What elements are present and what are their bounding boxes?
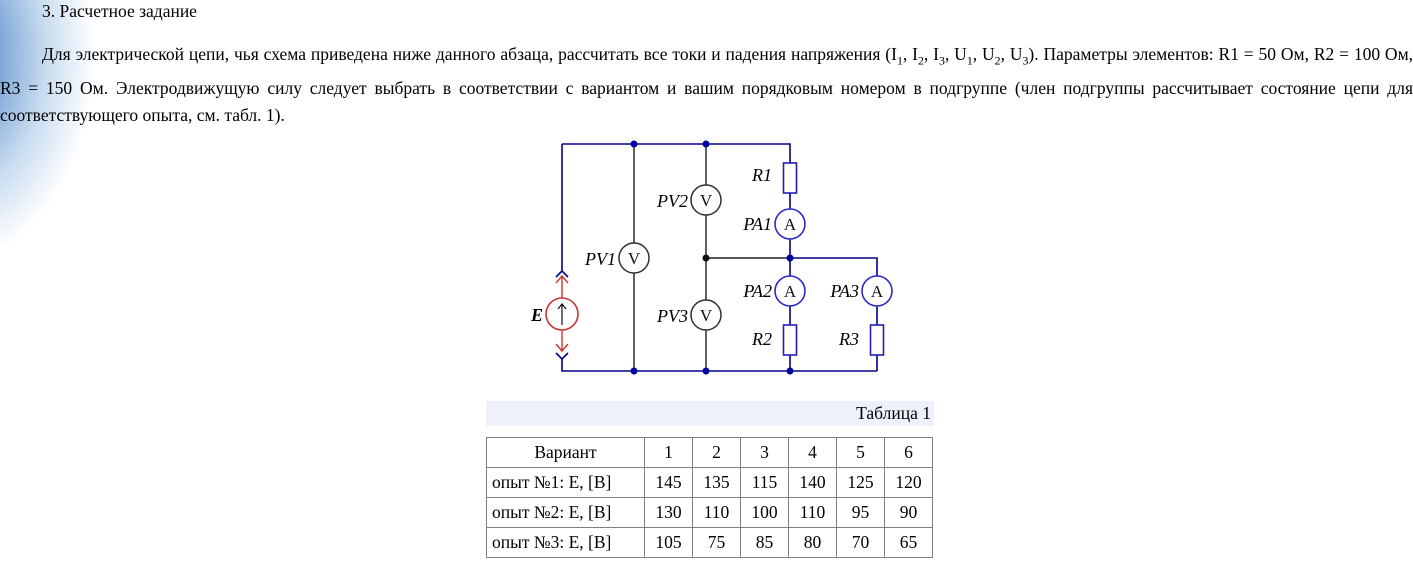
symbol-subscript: 2	[917, 53, 924, 68]
voltmeters: V V V	[618, 184, 722, 331]
label-r3: R3	[838, 329, 859, 349]
resistors	[782, 162, 885, 356]
pa3-letter: A	[871, 282, 884, 301]
junction-nodes	[630, 140, 794, 375]
table-header-cell: 2	[692, 437, 741, 468]
table-cell: 120	[884, 467, 933, 498]
task-paragraph: Для электрической цепи, чья схема привед…	[0, 41, 1413, 129]
label-pv3: PV3	[656, 306, 688, 326]
task-text-part1: Для электрической цепи, чья схема привед…	[42, 44, 892, 64]
table-cell: 85	[740, 527, 789, 558]
pa1-letter: A	[784, 215, 797, 234]
table-cell: 75	[692, 527, 741, 558]
symbol-subscript: 2	[994, 53, 1001, 68]
node	[702, 367, 710, 375]
resistor-r3	[869, 324, 885, 356]
resistor-r1	[782, 162, 798, 194]
table-cell: 130	[644, 497, 693, 528]
table-cell: 95	[836, 497, 885, 528]
ammeter-pa2	[774, 275, 806, 307]
label-r1: R1	[751, 165, 772, 185]
wire-top	[562, 143, 791, 163]
ammeter-pa3	[861, 275, 893, 307]
ammeters: A A A	[774, 208, 893, 307]
wire-mid-right	[790, 257, 878, 276]
label-pa2: PA2	[742, 281, 772, 301]
source-inner-arrow	[557, 303, 567, 325]
table-cell: 90	[884, 497, 933, 528]
label-pa1: PA1	[742, 214, 772, 234]
pv2-letter: V	[700, 191, 713, 210]
table-cell: 110	[788, 497, 837, 528]
table-header-cell: 3	[740, 437, 789, 468]
table-cell: 110	[692, 497, 741, 528]
pa2-letter: A	[784, 282, 797, 301]
table-cell: 65	[884, 527, 933, 558]
node	[630, 140, 638, 148]
symbol-subscript: 3	[1022, 53, 1029, 68]
voltmeter-pv3	[690, 299, 722, 331]
component-labels: E PV1 PV2 PV3 R1 PA1 PA2 PA3 R2 R3	[530, 165, 859, 349]
label-pv2: PV2	[656, 191, 688, 211]
label-source: E	[530, 305, 543, 325]
node	[786, 254, 794, 262]
source-arrow-up	[555, 274, 569, 298]
table-cell: 140	[788, 467, 837, 498]
source-bottom-chevron	[555, 352, 569, 361]
label-r2: R2	[751, 329, 772, 349]
table-cell: 135	[692, 467, 741, 498]
wires-blue	[555, 143, 878, 372]
node-black	[702, 254, 710, 262]
table-cell: 105	[644, 527, 693, 558]
ammeter-pa1	[774, 208, 806, 240]
symbol-subscript: 3	[938, 53, 945, 68]
table-header-cell: 4	[788, 437, 837, 468]
label-pv1: PV1	[584, 249, 616, 269]
source-arrow-down	[555, 330, 569, 353]
table-header-cell: 5	[836, 437, 885, 468]
circuit-svg: V V V A A A	[530, 140, 893, 375]
table-row-label: опыт №3: E, [В]	[486, 527, 645, 558]
label-pa3: PA3	[829, 281, 859, 301]
table-cell: 145	[644, 467, 693, 498]
task-text-part2: ). Параметры элементов: R1 = 50 Ом, R2 =…	[0, 44, 1413, 125]
pv1-letter: V	[628, 249, 641, 268]
voltmeter-pv1	[618, 242, 650, 274]
table-cell: 115	[740, 467, 789, 498]
table-header-cell: Вариант	[486, 437, 645, 468]
table-cell: 80	[788, 527, 837, 558]
table-cell: 70	[836, 527, 885, 558]
table-header-cell: 1	[644, 437, 693, 468]
symbol-subscript: 1	[966, 53, 973, 68]
current-symbols: I1, I2, I3, U1, U2, U3	[891, 44, 1029, 68]
section-title: 3. Расчетное задание	[42, 1, 197, 21]
table-row-label: опыт №2: E, [В]	[486, 497, 645, 528]
emf-source	[545, 274, 579, 353]
symbol-subscript: 1	[896, 53, 903, 68]
resistor-r2	[782, 324, 798, 356]
table-row-label: опыт №1: E, [В]	[486, 467, 645, 498]
node	[786, 367, 794, 375]
table-caption: Таблица 1	[486, 401, 934, 426]
table-cell: 100	[740, 497, 789, 528]
voltmeter-pv2	[690, 184, 722, 216]
table-header-cell: 6	[884, 437, 933, 468]
node	[630, 367, 638, 375]
table-cell: 125	[836, 467, 885, 498]
pv3-letter: V	[700, 306, 713, 325]
node	[702, 140, 710, 148]
source-top-chevron	[555, 269, 569, 278]
circuit-diagram: V V V A A A	[500, 135, 920, 390]
wire-bottom	[561, 359, 877, 372]
